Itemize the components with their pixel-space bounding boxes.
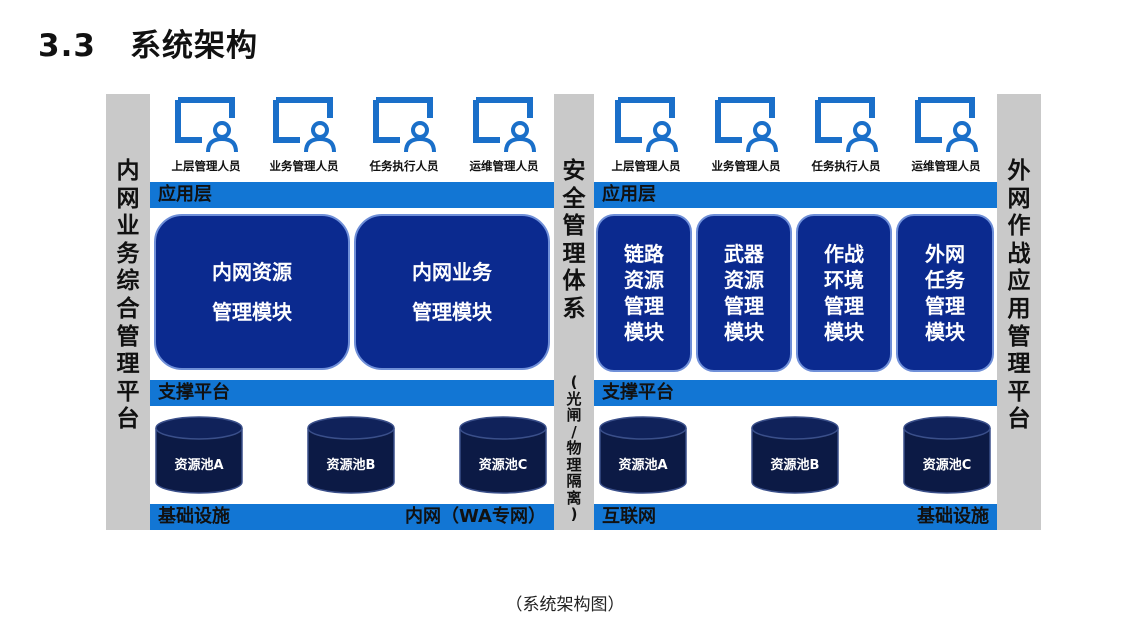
resource-pool-b: 资源池B xyxy=(306,416,396,496)
left-side-bar xyxy=(106,94,150,530)
user-monitor-icon xyxy=(615,97,678,153)
support-layer-band: 支撑平台 xyxy=(150,380,554,406)
user-ops-manager: 运维管理人员 xyxy=(898,96,994,174)
resource-pool-a: 资源池A xyxy=(598,416,688,496)
weapon-resource-module: 武器资源管理模块 xyxy=(696,214,792,372)
user-label: 上层管理人员 xyxy=(611,159,681,173)
user-monitor-icon xyxy=(175,97,238,153)
right-panel: 上层管理人员 业务管理人员 任务执行人员 运维管理人员 应用层 链路资源管理模块… xyxy=(594,94,997,530)
database-cylinder-icon xyxy=(459,416,547,494)
extranet-task-module: 外网任务管理模块 xyxy=(896,214,994,372)
user-monitor-icon xyxy=(715,97,778,153)
user-monitor-icon xyxy=(273,97,336,153)
user-label: 运维管理人员 xyxy=(911,159,981,173)
middle-label: 安全管理体系 xyxy=(562,158,586,322)
left-side-label: 内网业务综合管理平台 xyxy=(116,158,140,433)
app-layer-band: 应用层 xyxy=(594,182,997,208)
resource-pool-b: 资源池B xyxy=(750,416,840,496)
support-layer-band: 支撑平台 xyxy=(594,380,997,406)
right-side-label: 外网作战应用管理平台 xyxy=(1007,158,1031,433)
resource-pool-c: 资源池C xyxy=(902,416,992,496)
user-monitor-icon xyxy=(373,97,436,153)
right-side-bar xyxy=(997,94,1041,530)
section-number: 3.3 xyxy=(38,28,96,64)
user-label: 业务管理人员 xyxy=(269,159,339,173)
user-label: 业务管理人员 xyxy=(711,159,781,173)
resource-pool-c: 资源池C xyxy=(458,416,548,496)
middle-sub-label: (光闸/物理隔离) xyxy=(566,373,582,523)
user-business-manager: 业务管理人员 xyxy=(698,96,794,174)
resource-pool-a: 资源池A xyxy=(154,416,244,496)
user-monitor-icon xyxy=(815,97,878,153)
section-title: 系统架构 xyxy=(130,28,258,64)
user-upper-manager: 上层管理人员 xyxy=(598,96,694,174)
user-label: 任务执行人员 xyxy=(811,159,881,173)
user-ops-manager: 运维管理人员 xyxy=(456,96,552,174)
user-monitor-icon xyxy=(915,97,978,153)
app-layer-band: 应用层 xyxy=(150,182,554,208)
intranet-resource-module: 内网资源管理模块 xyxy=(154,214,350,370)
database-cylinder-icon xyxy=(903,416,991,494)
middle-side-bar xyxy=(554,94,594,530)
database-cylinder-icon xyxy=(751,416,839,494)
diagram-caption: （系统架构图） xyxy=(505,595,625,615)
intranet-business-module: 内网业务管理模块 xyxy=(354,214,550,370)
user-monitor-icon xyxy=(473,97,536,153)
user-label: 运维管理人员 xyxy=(469,159,539,173)
database-cylinder-icon xyxy=(307,416,395,494)
infrastructure-band: 基础设施 内网（WA专网） xyxy=(150,504,554,530)
user-upper-manager: 上层管理人员 xyxy=(158,96,254,174)
user-task-executor: 任务执行人员 xyxy=(356,96,452,174)
database-cylinder-icon xyxy=(599,416,687,494)
page-title: 3.3 系统架构 xyxy=(38,20,258,65)
infrastructure-band: 互联网 基础设施 xyxy=(594,504,997,530)
user-business-manager: 业务管理人员 xyxy=(256,96,352,174)
left-panel: 上层管理人员 业务管理人员 任务执行人员 运维管理人员 应用层 内网资源管理模块… xyxy=(150,94,554,530)
user-task-executor: 任务执行人员 xyxy=(798,96,894,174)
database-cylinder-icon xyxy=(155,416,243,494)
link-resource-module: 链路资源管理模块 xyxy=(596,214,692,372)
user-label: 任务执行人员 xyxy=(369,159,439,173)
user-label: 上层管理人员 xyxy=(171,159,241,173)
combat-environment-module: 作战环境管理模块 xyxy=(796,214,892,372)
